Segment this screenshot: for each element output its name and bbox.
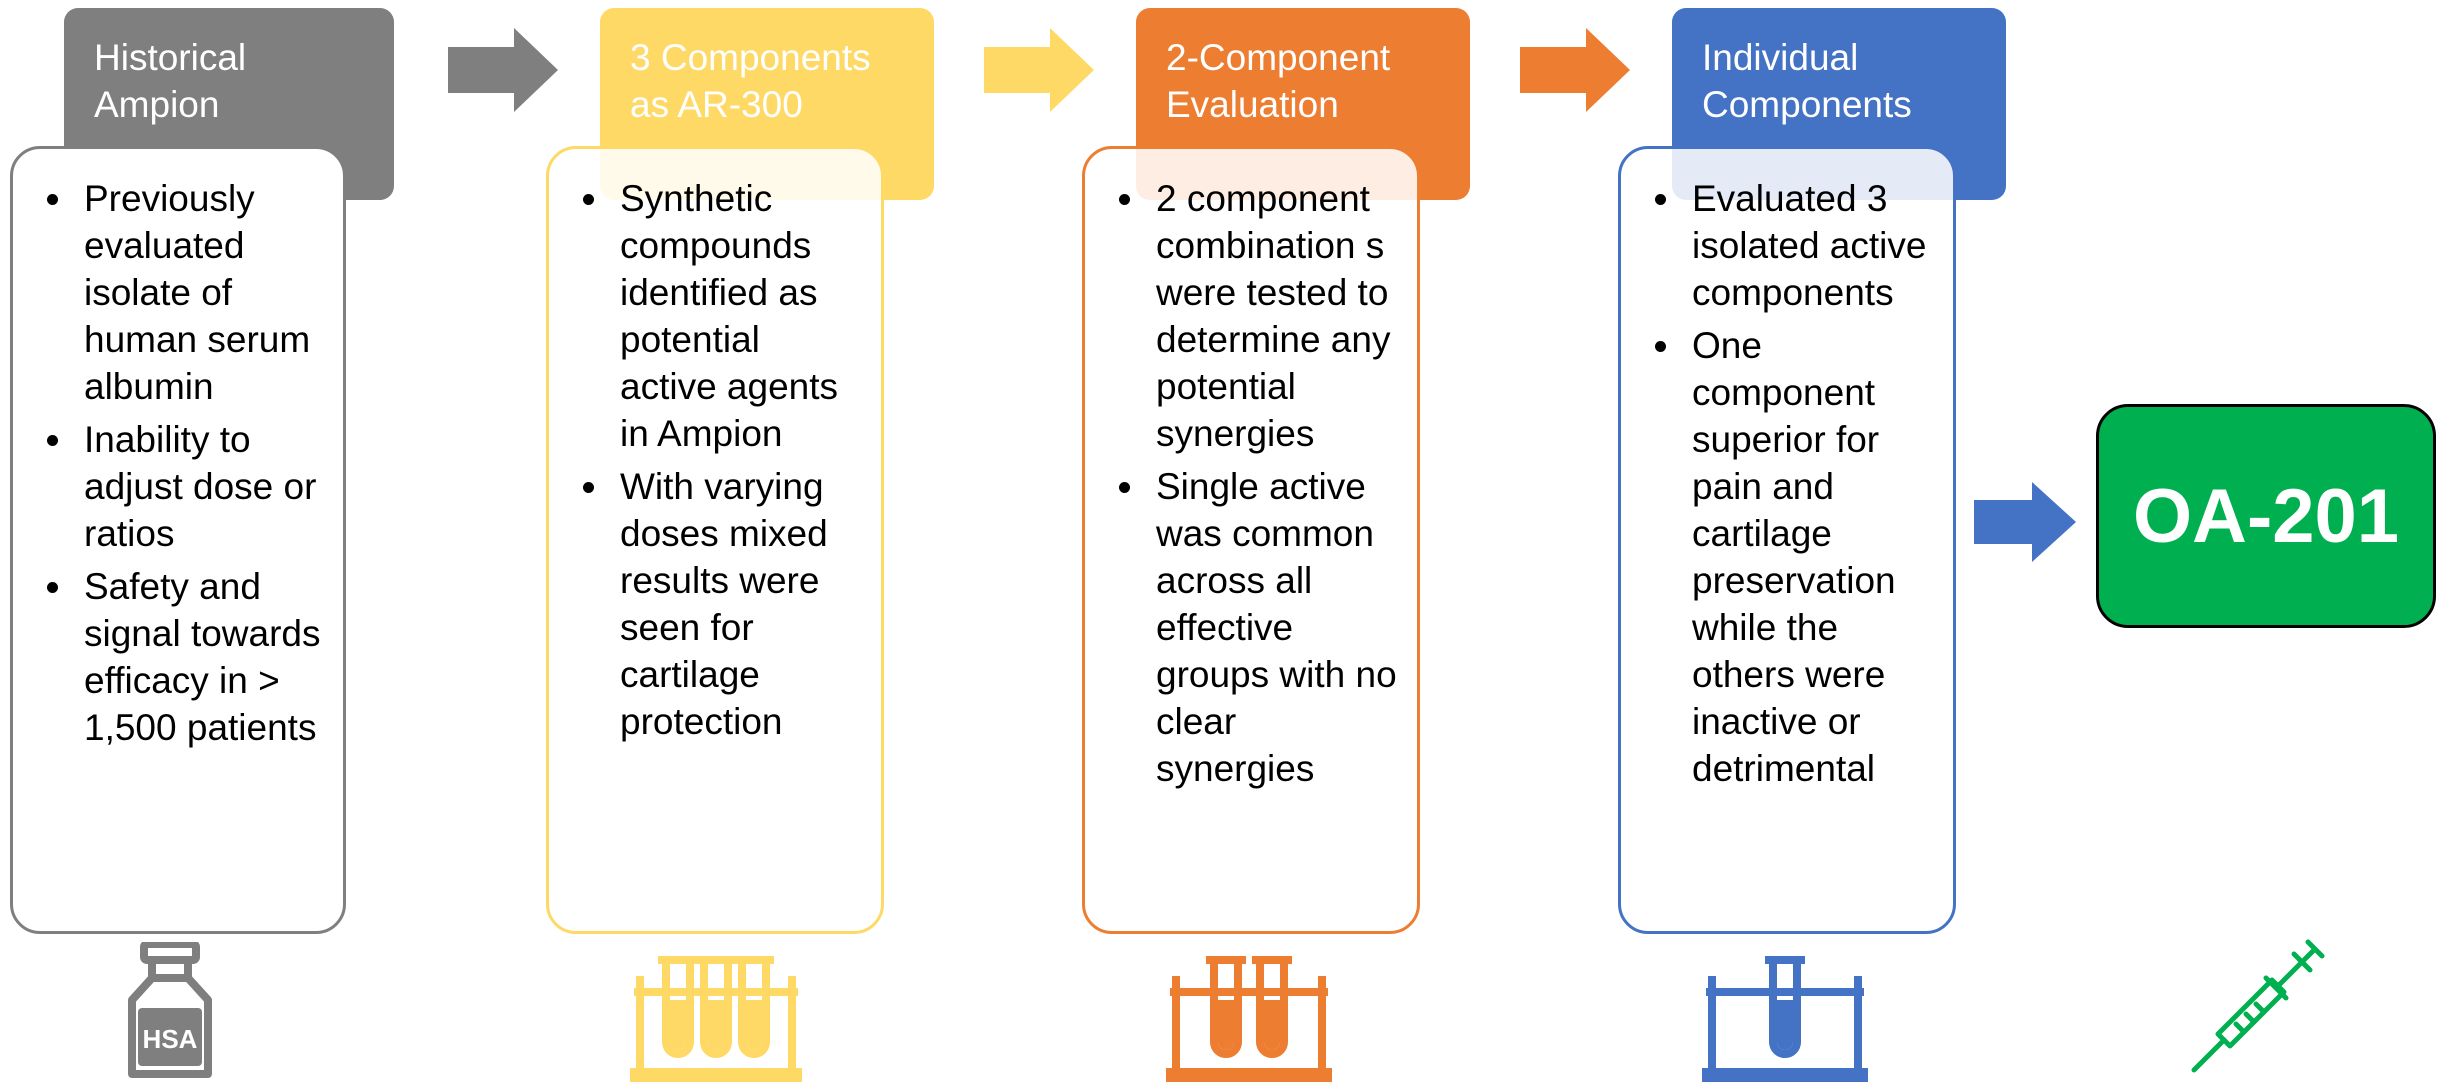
stage-3-title: 2-Component Evaluation	[1166, 37, 1391, 125]
three-test-tubes-icon	[630, 956, 802, 1082]
arrow-right-icon	[1520, 28, 1630, 112]
stage-2-card: Synthetic compounds identified as potent…	[546, 146, 884, 934]
arrow-right-icon	[1974, 482, 2076, 562]
stage-4-bullet-list: Evaluated 3 isolated active components O…	[1655, 175, 1933, 792]
list-item: Inability to adjust dose or ratios	[47, 416, 323, 557]
stage-1-bullet-list: Previously evaluated isolate of human se…	[47, 175, 323, 751]
list-item: Synthetic compounds identified as potent…	[583, 175, 861, 457]
final-product-label: OA-201	[2132, 473, 2400, 559]
stage-1-card: Previously evaluated isolate of human se…	[10, 146, 346, 934]
stage-4-title: Individual Components	[1702, 37, 1912, 125]
hsa-vial-label: HSA	[143, 1024, 198, 1054]
final-product-box: OA-201	[2096, 404, 2436, 628]
list-item: 2 component combination s were tested to…	[1119, 175, 1397, 457]
list-item: Evaluated 3 isolated active components	[1655, 175, 1933, 316]
hsa-vial-icon: HSA	[128, 942, 212, 1078]
arrow-right-icon	[984, 28, 1094, 112]
stage-2-bullet-list: Synthetic compounds identified as potent…	[583, 175, 861, 745]
stage-3-bullet-list: 2 component combination s were tested to…	[1119, 175, 1397, 792]
stage-4-card: Evaluated 3 isolated active components O…	[1618, 146, 1956, 934]
stage-3-card: 2 component combination s were tested to…	[1082, 146, 1420, 934]
list-item: Safety and signal towards efficacy in > …	[47, 563, 323, 751]
stage-1-title: Historical Ampion	[94, 37, 247, 125]
list-item: With varying doses mixed results were se…	[583, 463, 861, 745]
stage-2-title: 3 Components as AR-300	[630, 37, 871, 125]
syringe-icon	[2191, 939, 2325, 1073]
list-item: One component superior for pain and cart…	[1655, 322, 1933, 792]
two-test-tubes-icon	[1166, 956, 1332, 1082]
list-item: Previously evaluated isolate of human se…	[47, 175, 323, 410]
arrow-right-icon	[448, 28, 558, 112]
list-item: Single active was common across all effe…	[1119, 463, 1397, 792]
single-test-tube-icon	[1702, 956, 1868, 1082]
